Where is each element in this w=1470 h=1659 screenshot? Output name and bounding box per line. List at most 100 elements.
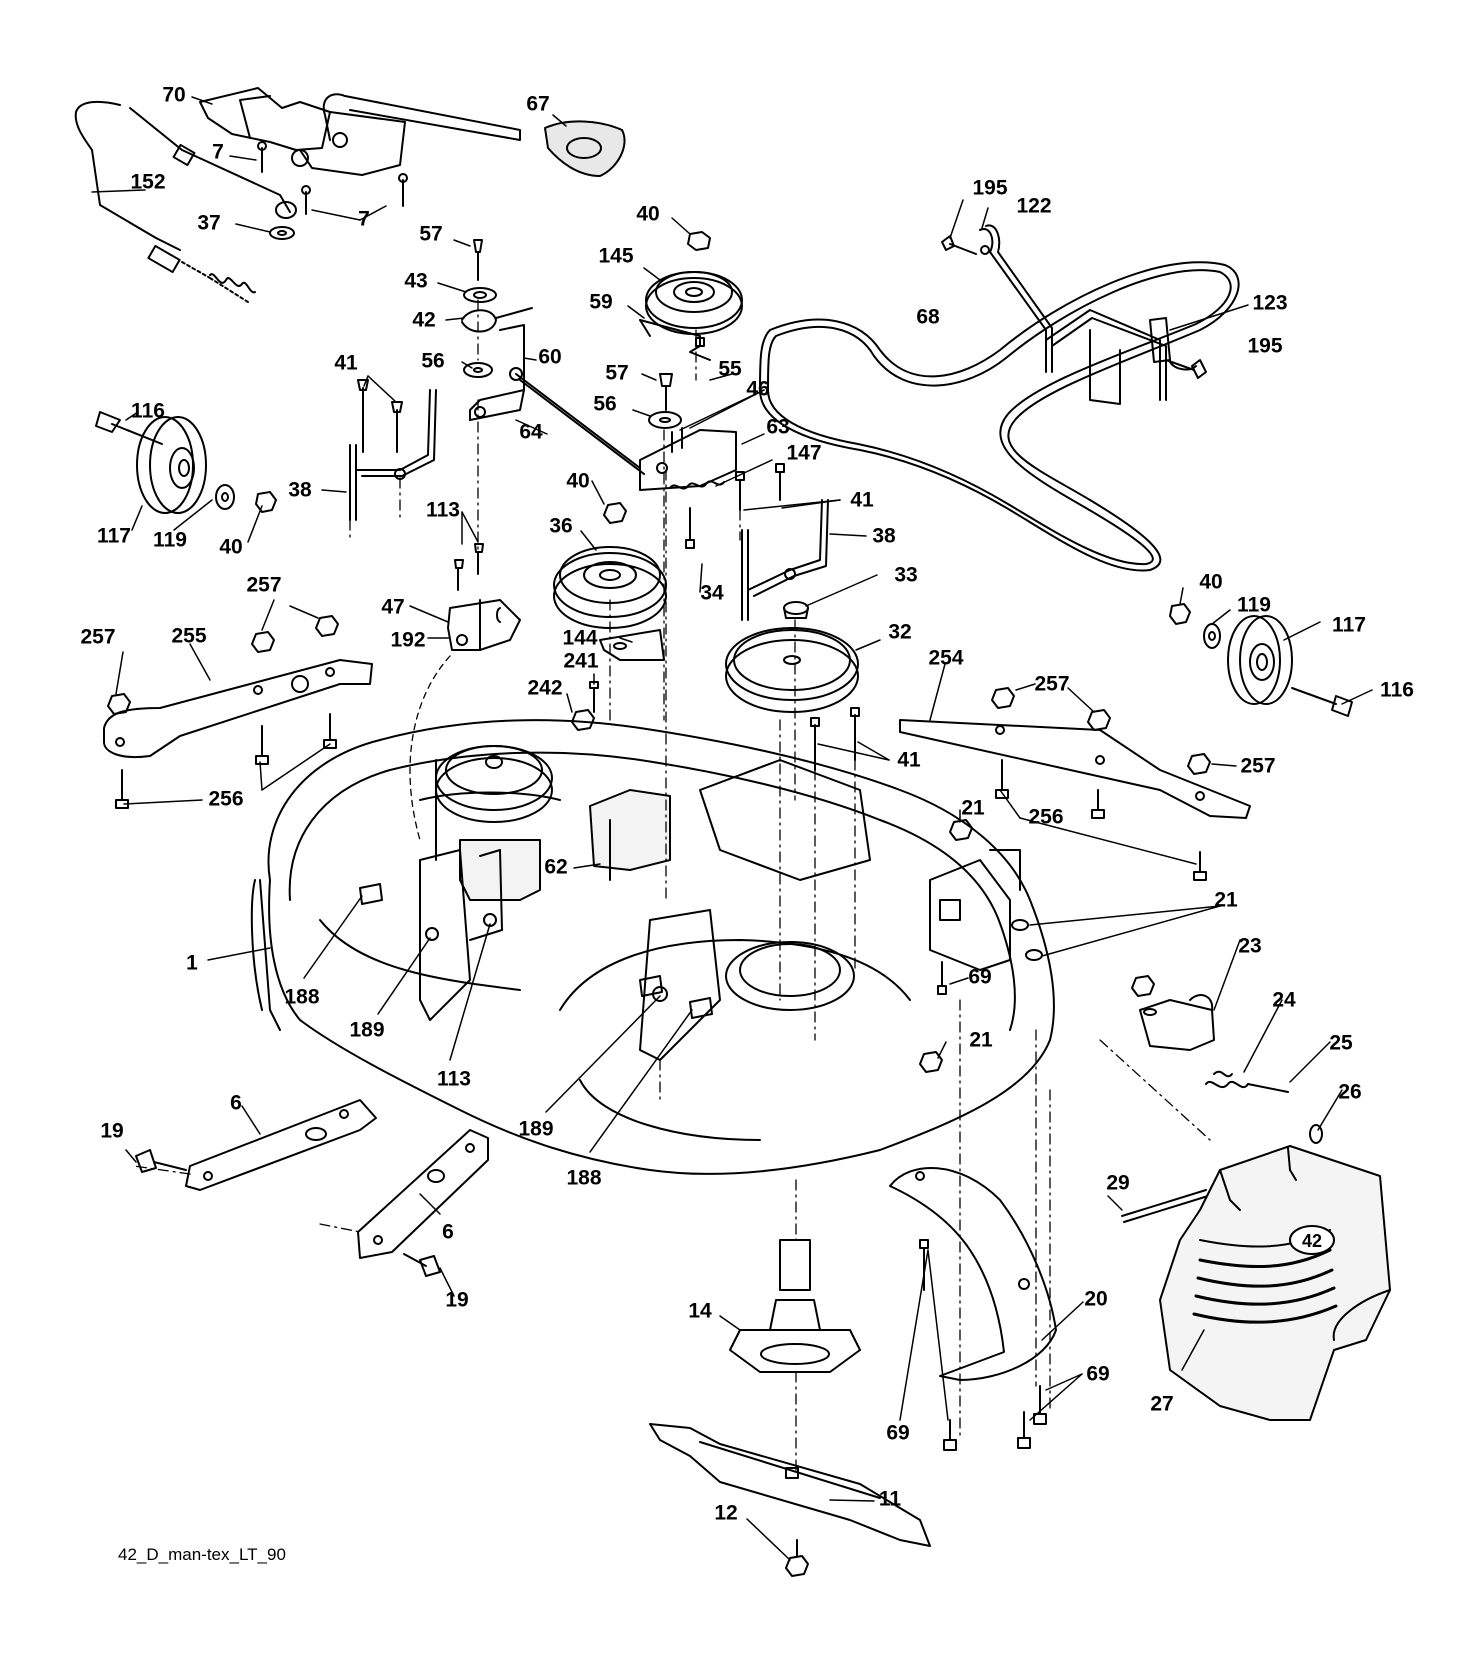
bolt-12 xyxy=(785,1539,809,1577)
callout-21: 21 xyxy=(961,796,985,820)
callout-70: 70 xyxy=(162,83,186,107)
cable-152 xyxy=(74,100,291,303)
alignment-lines xyxy=(133,299,1211,1471)
callout-11: 11 xyxy=(878,1487,902,1511)
bolts-256-left xyxy=(115,713,337,809)
bracket-123 xyxy=(1149,317,1197,371)
callout-55: 55 xyxy=(718,357,742,381)
callout-41: 41 xyxy=(334,351,358,375)
spring-42 xyxy=(461,307,533,333)
bracket-63 xyxy=(639,429,737,491)
bracket-144 xyxy=(599,629,665,661)
callout-60: 60 xyxy=(538,345,562,369)
callout-67: 67 xyxy=(526,92,550,116)
bolts-113a xyxy=(454,543,484,591)
stabilizer-255 xyxy=(103,659,373,758)
washer-26 xyxy=(1309,1124,1323,1144)
callout-188: 188 xyxy=(284,985,320,1009)
nut-40a xyxy=(687,231,711,251)
callout-20: 20 xyxy=(1084,1287,1108,1311)
bushing-43 xyxy=(463,287,497,303)
hanger-bracket-right xyxy=(929,849,1021,971)
deck-arm-6a xyxy=(185,1099,377,1191)
callout-119: 119 xyxy=(1237,593,1271,617)
deck-opening-right xyxy=(699,759,871,1011)
callout-7: 7 xyxy=(358,207,370,231)
blade-11 xyxy=(649,1423,931,1547)
callout-59: 59 xyxy=(589,290,613,314)
bolt-57a xyxy=(473,239,483,281)
callout-7: 7 xyxy=(212,140,224,164)
bracket-60 xyxy=(469,324,525,421)
callout-195: 195 xyxy=(1247,334,1283,358)
leader-lines xyxy=(91,96,1373,1561)
callout-117: 117 xyxy=(97,524,131,548)
callout-56: 56 xyxy=(421,349,445,373)
nut-40d xyxy=(1169,603,1191,625)
callout-254: 254 xyxy=(928,646,964,670)
bolt-57b xyxy=(659,373,673,411)
bracket-47 xyxy=(447,599,521,651)
screws-7 xyxy=(257,141,408,215)
callout-116: 116 xyxy=(131,399,165,423)
callout-19: 19 xyxy=(445,1288,469,1312)
wheel-117a xyxy=(95,411,207,514)
bolts-69 xyxy=(919,1239,1047,1451)
bolt-34 xyxy=(685,507,695,549)
washer-119a xyxy=(215,484,235,510)
callout-188: 188 xyxy=(566,1166,602,1190)
idler-arm-59 xyxy=(639,319,711,361)
spacer-33 xyxy=(783,601,809,619)
callout-21: 21 xyxy=(1214,888,1238,912)
callout-57: 57 xyxy=(419,222,443,246)
callout-6: 6 xyxy=(230,1091,242,1115)
callout-257: 257 xyxy=(1240,754,1276,778)
belt-68 xyxy=(759,261,1240,572)
callout-241: 241 xyxy=(563,649,599,673)
nuts-257-right xyxy=(991,687,1211,775)
bolts-41b xyxy=(735,463,785,511)
callout-68: 68 xyxy=(916,305,940,329)
callout-189: 189 xyxy=(349,1018,385,1042)
callout-6: 6 xyxy=(442,1220,454,1244)
callout-21: 21 xyxy=(969,1028,993,1052)
callout-63: 63 xyxy=(766,415,790,439)
nut-21d xyxy=(1131,975,1155,997)
callout-38: 38 xyxy=(872,524,896,548)
bolt-195a xyxy=(941,235,977,255)
baffle-20 xyxy=(889,1167,1057,1381)
nut-242-241 xyxy=(571,681,599,731)
callout-123: 123 xyxy=(1252,291,1288,315)
bolt-116b xyxy=(1291,687,1353,717)
callout-192: 192 xyxy=(390,628,426,652)
deck-size-badge: 42 xyxy=(1302,1231,1322,1251)
callout-256: 256 xyxy=(208,787,244,811)
callout-147: 147 xyxy=(786,441,822,465)
callout-34: 34 xyxy=(700,581,724,605)
callout-47: 47 xyxy=(381,595,405,619)
callout-257: 257 xyxy=(246,573,282,597)
callout-36: 36 xyxy=(549,514,573,538)
nut-21a xyxy=(949,819,973,841)
callout-57: 57 xyxy=(605,361,629,385)
washer-119b xyxy=(1203,623,1221,649)
bolts-256-right xyxy=(995,759,1207,881)
nuts-21b xyxy=(1011,919,1043,961)
rod-29 xyxy=(1121,1189,1209,1223)
drawing-reference-code: 42_D_man-tex_LT_90 xyxy=(118,1545,286,1564)
anchor-rod-38b xyxy=(741,499,829,621)
callout-46: 46 xyxy=(746,377,770,401)
callout-40: 40 xyxy=(566,469,590,493)
callout-19: 19 xyxy=(100,1119,124,1143)
callout-119: 119 xyxy=(153,528,187,552)
callout-145: 145 xyxy=(598,244,634,268)
callout-43: 43 xyxy=(404,269,428,293)
callout-41: 41 xyxy=(850,488,874,512)
idler-pulley-145 xyxy=(645,271,743,335)
callout-257: 257 xyxy=(1034,672,1070,696)
callout-29: 29 xyxy=(1106,1171,1130,1195)
callout-117: 117 xyxy=(1332,613,1366,637)
callout-26: 26 xyxy=(1338,1080,1362,1104)
callout-195: 195 xyxy=(972,176,1008,200)
